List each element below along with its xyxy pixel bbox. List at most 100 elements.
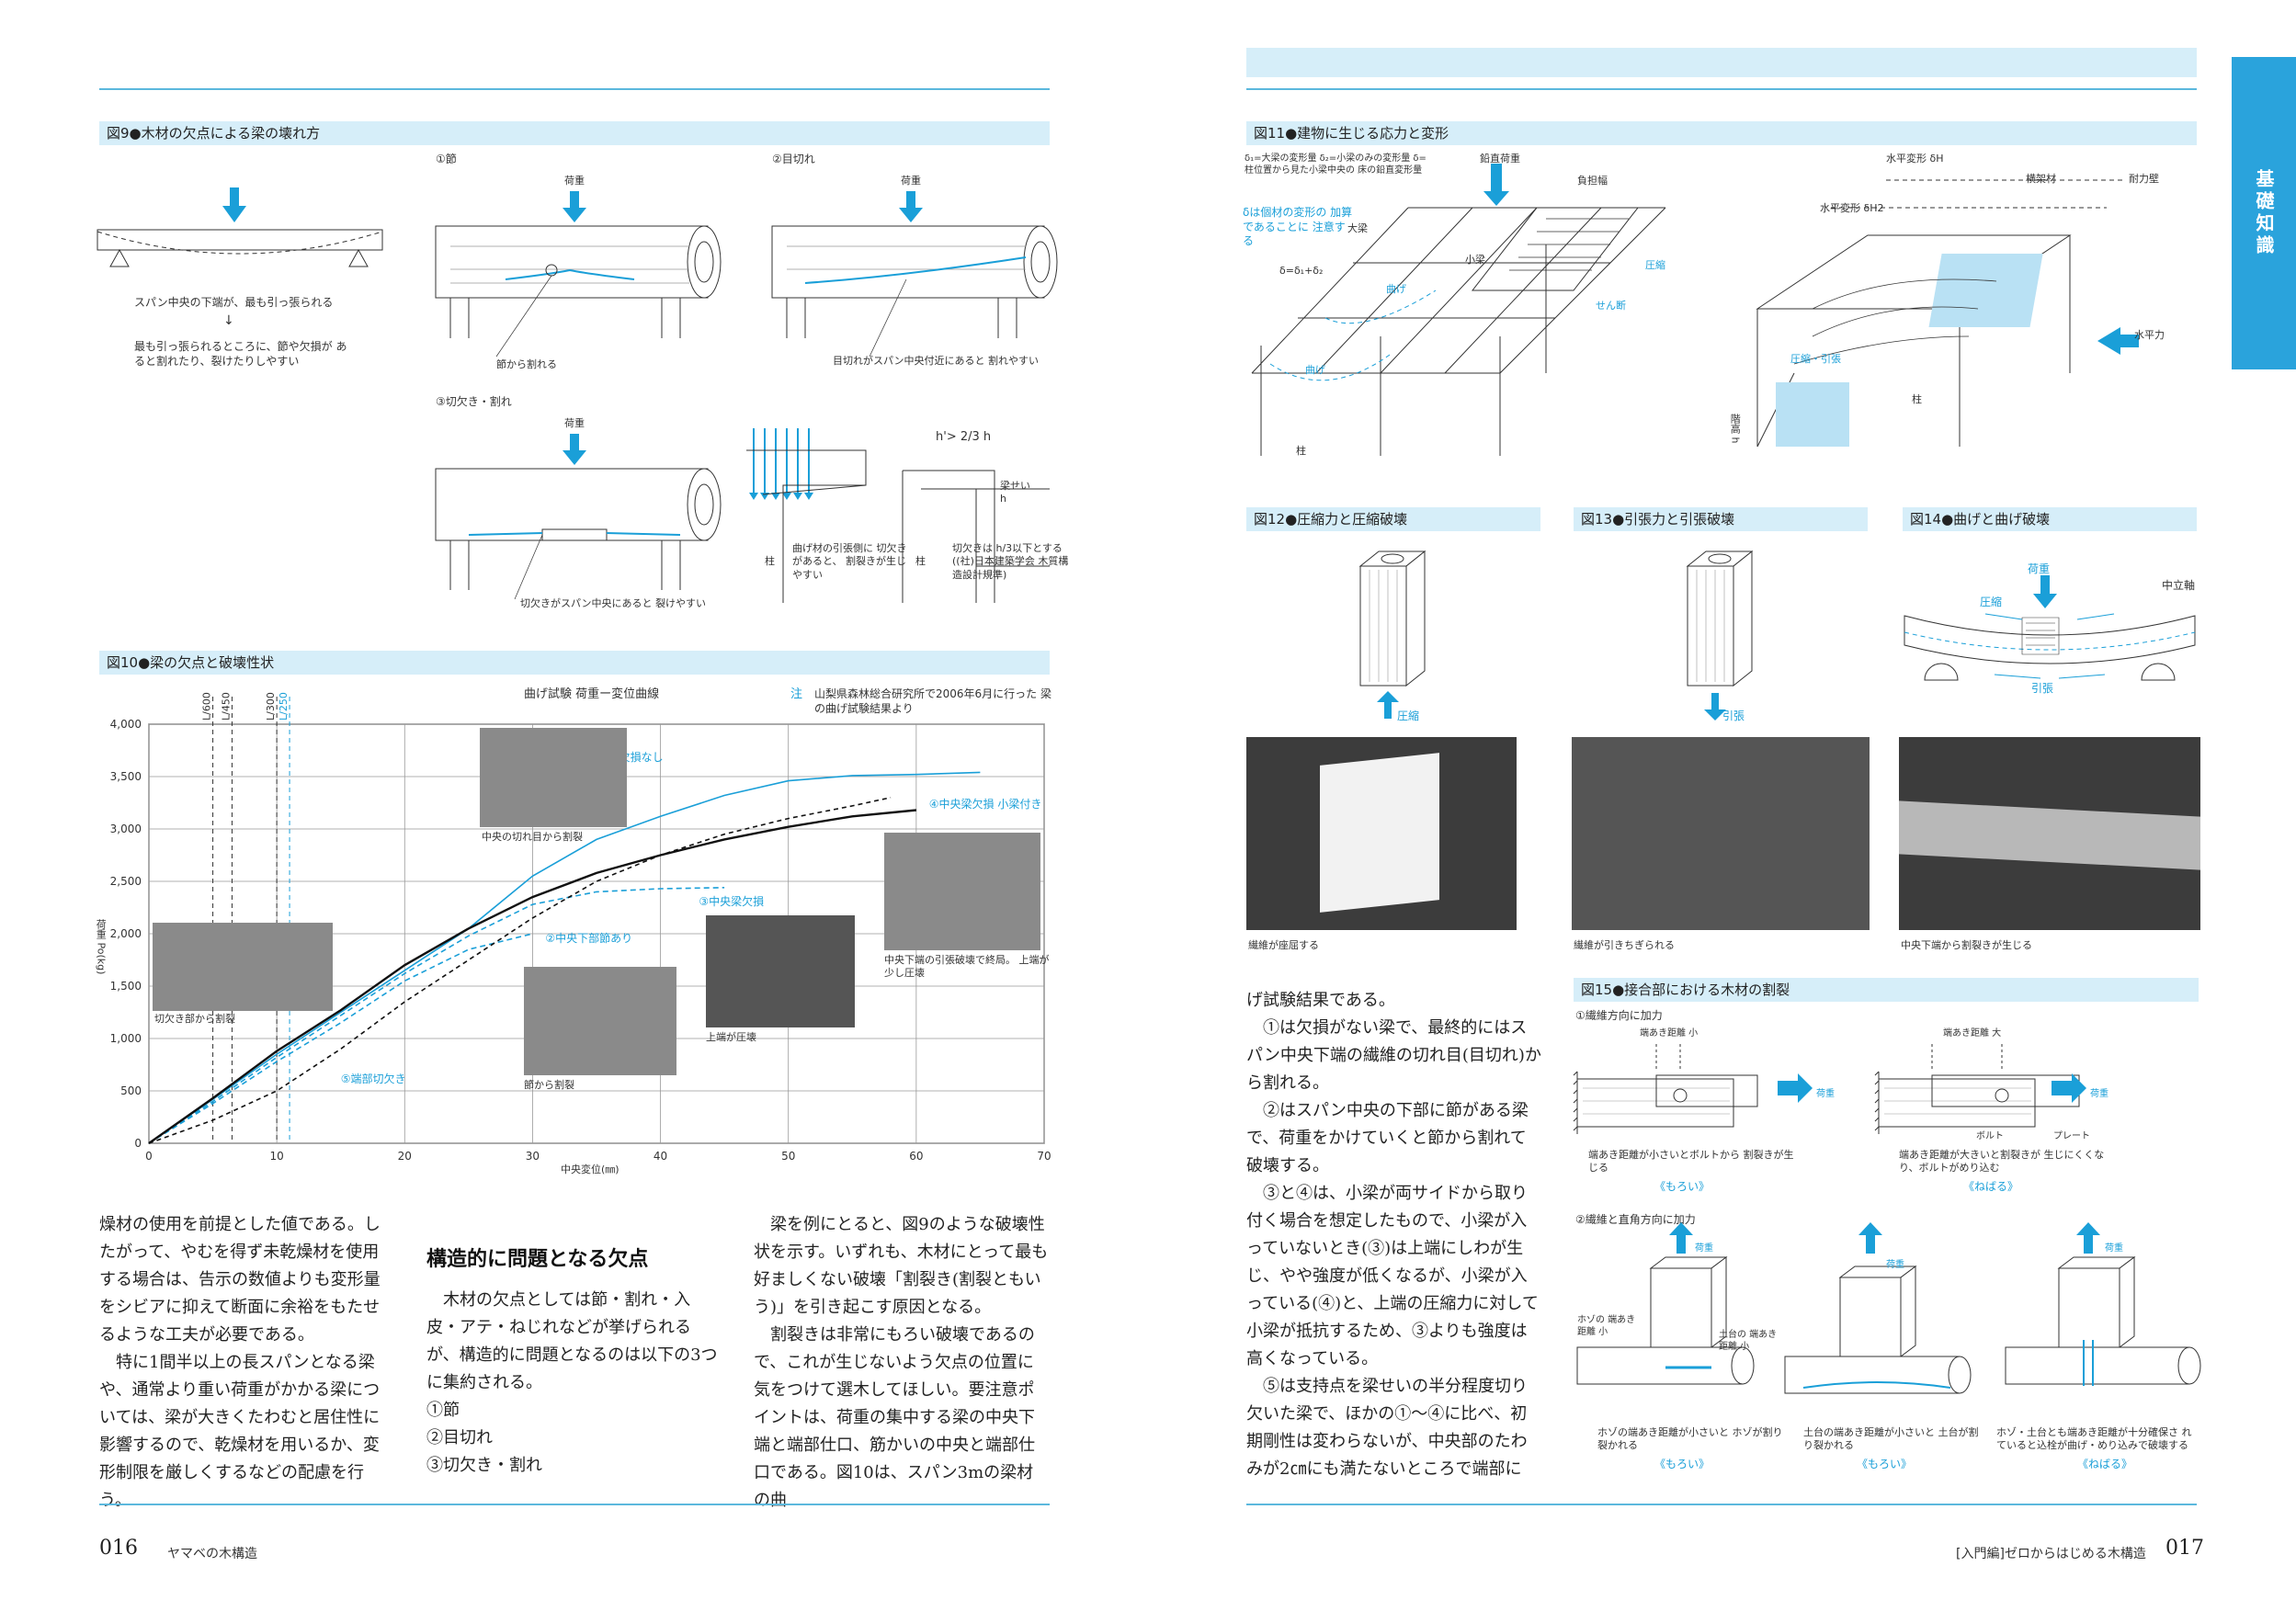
fig15-a-label: 端あき距離 小 bbox=[1640, 1028, 1699, 1038]
fig9-p1-note: 節から割れる bbox=[496, 358, 557, 370]
fig15-e-load: 荷重 bbox=[2105, 1243, 2123, 1254]
photo-cap-5: 中央下端の引張破壊で終局。 上端が少し圧壊 bbox=[884, 954, 1050, 980]
fig9-p2-title: ②目切れ bbox=[772, 153, 815, 165]
fig15-e-tag: 《ねばる》 bbox=[2077, 1458, 2133, 1470]
right-p2: ①は欠損がない梁で、最終的にはスパン中央下端の繊維の切れ目(目切れ)から割れる。 bbox=[1246, 1018, 1541, 1093]
fig11-legend-b: δは個材の変形の 加算であることに 注意する bbox=[1243, 206, 1353, 248]
fig11-legend: δ₁=大梁の変形量 δ₂=小梁のみの変形量 δ=柱位置から見た小梁中央の 床の鉛… bbox=[1245, 153, 1426, 176]
fig9-p3-title: ③切欠き・割れ bbox=[436, 395, 512, 408]
fig9-note2: 切欠きは h/3以下とする ((社)日本建築学会 木質構造設計規準) bbox=[952, 542, 1069, 581]
photo-top-crush bbox=[706, 915, 855, 1027]
fig11-formula: δ=δ₁+δ₂ bbox=[1279, 265, 1324, 277]
series-line bbox=[148, 933, 533, 1144]
fig11-tension: 圧縮 bbox=[1645, 259, 1665, 271]
page-number-left: 016 bbox=[99, 1537, 138, 1560]
fig11-beam: 大梁 bbox=[1347, 222, 1368, 234]
fig15-b-label: 端あき距離 大 bbox=[1943, 1028, 2002, 1038]
top-rule-right bbox=[1246, 88, 2197, 90]
fig9-p2-load: 荷重 bbox=[901, 175, 921, 187]
fig9-intro-beam bbox=[97, 187, 383, 267]
fig15-row1 bbox=[1573, 1044, 2086, 1134]
left-col3-p2: 割裂きは非常にもろい破壊であるので、これが生じないよう欠点の位置に気をつけて選木… bbox=[754, 1325, 1035, 1510]
left-column-3: 梁を例にとると、図9のような破壊性状を示す。いずれも、木材にとって最も好ましくな… bbox=[754, 1211, 1050, 1515]
fig13-arrow-label: 引張 bbox=[1722, 709, 1745, 722]
fig9-p2-note: 目切れがスパン中央付近にあると 割れやすい bbox=[833, 355, 1040, 367]
photo-cap-2: 切欠き部から割裂 bbox=[154, 1013, 235, 1025]
chart-title: 曲げ試験 荷重ー変位曲線 bbox=[524, 687, 660, 701]
y-tick-label: 3,000 bbox=[110, 823, 142, 835]
fig9-p1-load: 荷重 bbox=[564, 175, 585, 187]
fig11-caption: 図11●建物に生じる応力と変形 bbox=[1246, 121, 2197, 145]
x-tick-label: 0 bbox=[145, 1150, 153, 1163]
series-line bbox=[148, 797, 892, 1144]
fig15-a-load: 荷重 bbox=[1816, 1089, 1835, 1099]
deflection-limit-label: L/300 bbox=[265, 692, 277, 721]
fig12-caption: 図12●圧縮力と圧縮破壊 bbox=[1246, 507, 1540, 531]
x-tick-label: 70 bbox=[1037, 1150, 1051, 1163]
fig11-force: 水平力 bbox=[2134, 329, 2165, 341]
fig9-p2-beam bbox=[771, 191, 1058, 358]
x-tick-label: 40 bbox=[654, 1150, 667, 1163]
fig15-s1: ①繊維方向に加力 bbox=[1575, 1009, 1663, 1022]
deflection-limit-label: L/450 bbox=[220, 692, 232, 721]
fig14-beam bbox=[1904, 575, 2196, 681]
fig12-photo-cap: 繊維が座屈する bbox=[1248, 939, 1319, 951]
series-line bbox=[148, 809, 917, 1144]
fig9-intro1: スパン中央の下端が、最も引っ張られる bbox=[134, 296, 334, 309]
footer-right: [入門編]ゼロからはじめる木構造 bbox=[1956, 1547, 2146, 1561]
chart-note: 山梨県森林総合研究所で2006年6月に行った 梁の曲げ試験結果より bbox=[814, 687, 1051, 715]
top-band-right bbox=[1246, 48, 2197, 77]
fig15-b-note: 端あき距離が大きいと割裂きが 生じにくくなり、ボルトがめり込む bbox=[1899, 1149, 2105, 1175]
section-heading: 構造的に問題となる欠点 bbox=[426, 1248, 649, 1271]
fig12-block bbox=[1358, 550, 1426, 719]
y-tick-label: 0 bbox=[134, 1137, 142, 1150]
x-tick-label: 30 bbox=[526, 1150, 540, 1163]
x-tick-label: 50 bbox=[781, 1150, 795, 1163]
right-p5: ⑤は支持点を梁せいの半分程度切り欠いた梁で、ほかの①〜④に比べ、初期剛性は変わら… bbox=[1246, 1377, 1528, 1479]
fig15-b-tag: 《ねばる》 bbox=[1963, 1180, 2019, 1193]
y-tick-label: 2,500 bbox=[110, 875, 142, 888]
fig14-photo-cap: 中央下端から割裂きが生じる bbox=[1901, 939, 2032, 951]
x-tick-label: 60 bbox=[909, 1150, 923, 1163]
y-tick-label: 2,000 bbox=[110, 927, 142, 940]
photo-notch-split bbox=[153, 923, 333, 1011]
fig11-rbeam: 横架材 bbox=[2026, 173, 2056, 185]
right-p3: ②はスパン中央の下部に節がある梁で、荷重をかけていくと節から割れて破壊する。 bbox=[1246, 1101, 1529, 1175]
bottom-rule-right bbox=[1246, 1504, 2197, 1505]
fig9-caption: 図9●木材の欠点による梁の壊れ方 bbox=[99, 121, 1050, 145]
right-p4: ③と④は、小梁が両サイドから取り付く場合を想定したもので、小梁が入っていないとき… bbox=[1246, 1184, 1539, 1368]
fig11-col: 柱 bbox=[1296, 445, 1306, 457]
fig11-bend2: 曲げ bbox=[1305, 364, 1325, 376]
fig9-formula: h'> 2/3 h bbox=[936, 430, 992, 444]
fig12-arrow-label: 圧縮 bbox=[1397, 709, 1420, 722]
fig9-intro2: 最も引っ張られるところに、節や欠損が あると割れたり、裂けたりしやすい bbox=[134, 340, 347, 368]
series-label: ④中央梁欠損 小梁付き bbox=[929, 797, 1042, 811]
deflection-limit-label: L/600 bbox=[201, 692, 213, 721]
fig15-row2 bbox=[1576, 1222, 2201, 1394]
fig11-horiz2: 水平変形 δH2 bbox=[1820, 202, 1884, 214]
fig15-d-tag: 《もろい》 bbox=[1857, 1458, 1913, 1470]
chart-xlabel: 中央変位(㎜) bbox=[561, 1163, 619, 1175]
fig9-p3-load: 荷重 bbox=[564, 417, 585, 429]
photo-cap-4: 上端が圧壊 bbox=[706, 1031, 756, 1043]
series-label: ②中央下部節あり bbox=[545, 931, 632, 945]
fig12-photo bbox=[1246, 737, 1517, 930]
section-tab: 基礎知識 bbox=[2232, 57, 2296, 369]
bottom-rule-left bbox=[99, 1504, 1050, 1505]
fig14-load: 荷重 bbox=[2028, 562, 2051, 575]
fig14-comp: 圧縮 bbox=[1980, 596, 2003, 608]
fig15-b-plate: プレート bbox=[2053, 1131, 2090, 1141]
fig15-c-tag: 《もろい》 bbox=[1654, 1458, 1711, 1470]
fig14-neutral: 中立軸 bbox=[2162, 579, 2196, 592]
fig9-h: 梁せい h bbox=[1000, 480, 1030, 505]
left-column-2: 木材の欠点としては節・割れ・入皮・アテ・ねじれなどが挙げられるが、構造的に問題と… bbox=[426, 1287, 722, 1480]
fig15-c-load: 荷重 bbox=[1695, 1243, 1713, 1254]
fig15-d-note: 土台の端あき距離が小さいと 土台が割り裂かれる bbox=[1803, 1426, 1979, 1452]
photo-center-split bbox=[480, 728, 627, 827]
top-rule-left bbox=[99, 88, 1050, 90]
fig9-p1-beam bbox=[435, 191, 722, 358]
y-tick-label: 3,500 bbox=[110, 770, 142, 783]
photo-bottom-tension bbox=[884, 833, 1040, 950]
fig9-col2: 柱 bbox=[915, 555, 926, 567]
